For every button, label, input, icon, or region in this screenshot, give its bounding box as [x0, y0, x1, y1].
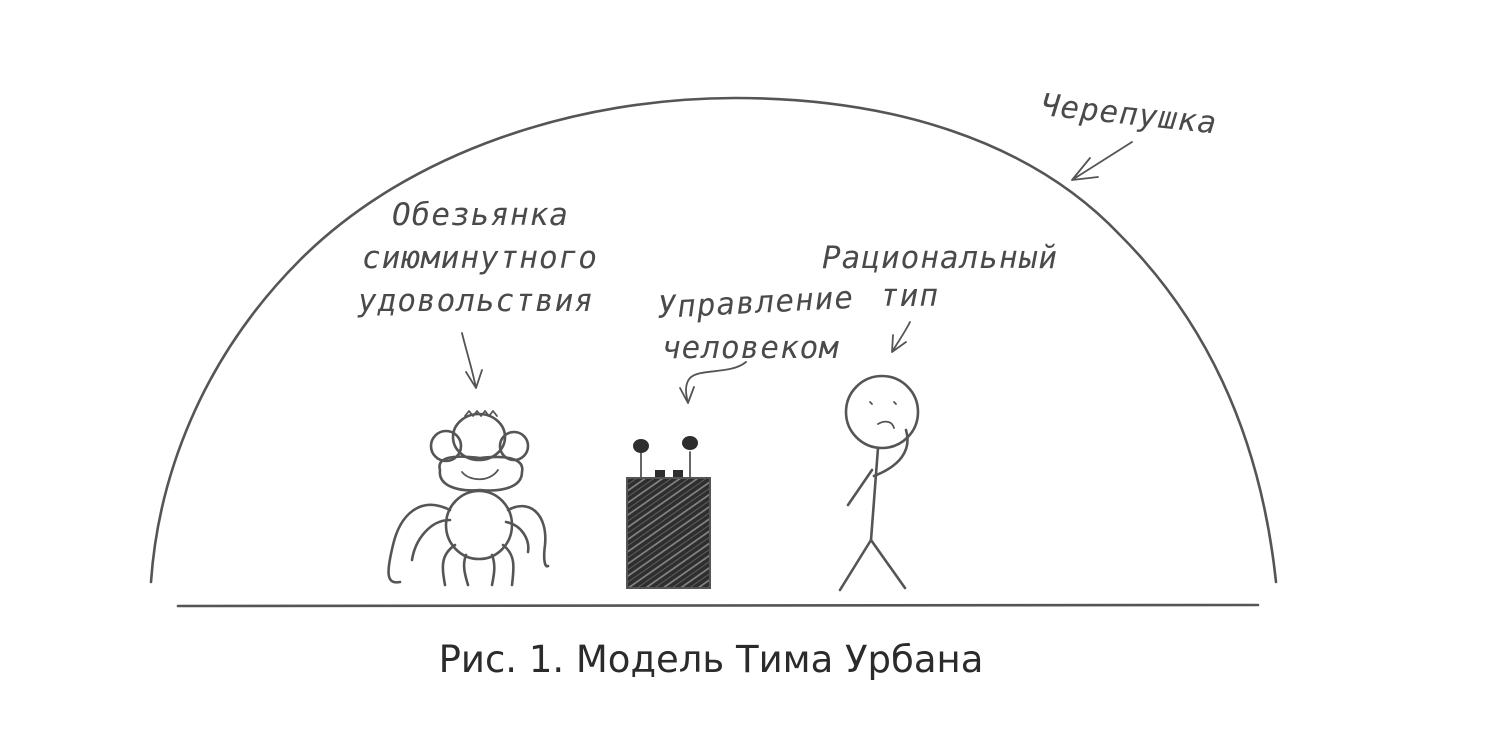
control-box: [626, 477, 711, 589]
skull-dome: [149, 96, 1278, 584]
monkey-label-line2: сиюминутного: [362, 240, 598, 276]
figure-caption: Рис. 1. Модель Тима Урбана: [438, 638, 984, 681]
control-button-right: [673, 470, 683, 478]
rational-arrow: [891, 321, 911, 353]
monkey-arrow: [461, 332, 483, 389]
rational-stick-figure: [838, 374, 920, 592]
skull-label: Черепушка: [1039, 87, 1219, 141]
control-button-left: [655, 470, 665, 478]
rational-label-line1: Рациональный: [822, 240, 1058, 276]
monkey-label-line1: Обезьянка: [392, 197, 569, 233]
control-arrow: [679, 361, 747, 404]
control-label-line1: Управление: [657, 280, 855, 326]
skull-arrow: [1071, 141, 1133, 181]
control-label-line2: человеком: [662, 330, 839, 366]
control-knob-right: [682, 436, 698, 450]
ground-line: [176, 603, 1260, 608]
control-knob-left: [633, 439, 649, 453]
rational-label-line2: тип: [880, 278, 939, 314]
monkey-label-line3: удовольствия: [357, 283, 594, 319]
control-panel: [626, 436, 711, 589]
monkey-figure: [387, 410, 550, 587]
